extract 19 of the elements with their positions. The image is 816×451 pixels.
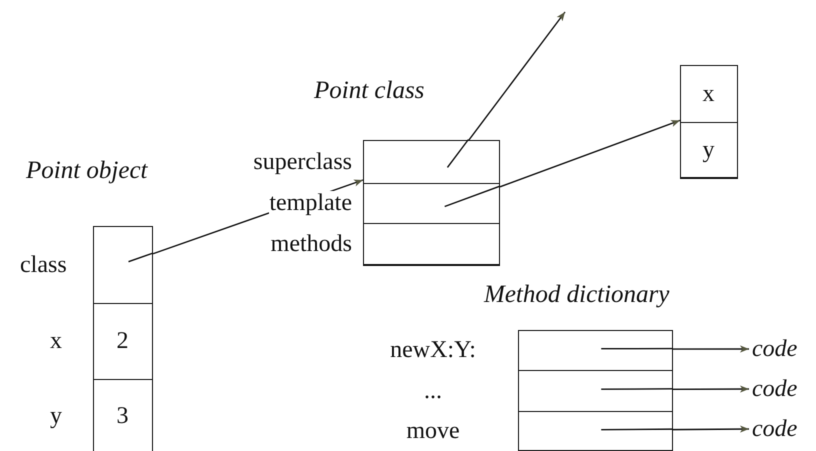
code-label: code: [752, 416, 798, 442]
slot-value: 3: [116, 404, 128, 428]
slot-value: x: [702, 82, 714, 106]
table-heading: Method dictionary: [484, 281, 670, 309]
arrow: [673, 425, 749, 433]
arrow: [673, 385, 749, 393]
slot-value: y: [702, 138, 714, 162]
arrow: [673, 345, 749, 353]
row-label: superclass: [253, 150, 352, 174]
arrow: [468, 12, 566, 140]
code-label: code: [752, 336, 798, 362]
slot-value: 2: [116, 329, 128, 354]
table-heading: Point class: [314, 77, 424, 105]
arrow: [500, 120, 680, 188]
record-table: [680, 65, 738, 178]
arrow: [152, 179, 364, 254]
table-heading: Point object: [26, 157, 148, 185]
code-label: code: [752, 376, 798, 402]
row-label: template: [269, 191, 352, 215]
